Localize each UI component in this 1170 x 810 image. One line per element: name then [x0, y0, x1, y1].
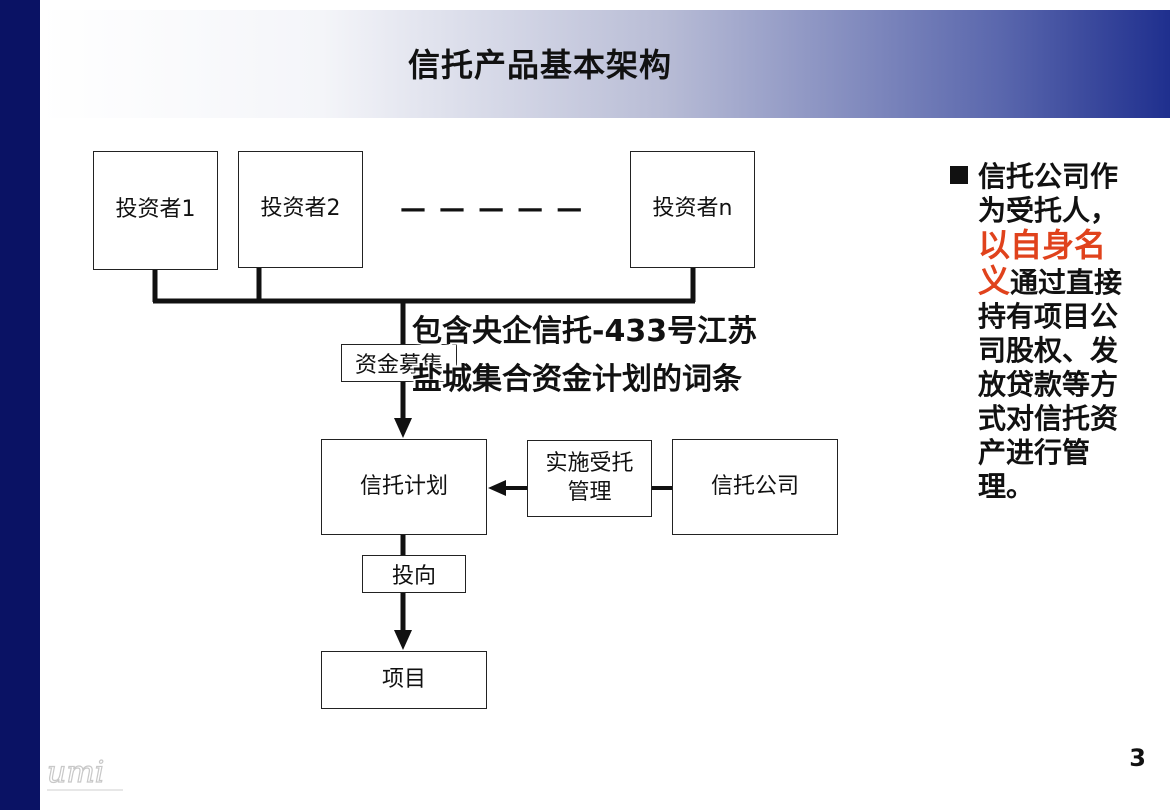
side-note-highlight: 以自身名义 [978, 226, 1107, 300]
investor-1-label: 投资者1 [115, 197, 196, 223]
invest-to-label-box: 投向 [362, 555, 466, 593]
investor-2-box: 投资者2 [238, 151, 363, 268]
trust-company-label: 信托公司 [710, 473, 799, 499]
trust-management-label: 实施受托管理 [545, 450, 634, 505]
trust-plan-box: 信托计划 [321, 439, 487, 535]
trust-management-box: 实施受托管理 [527, 440, 652, 517]
page-number: 3 [1129, 744, 1146, 772]
investor-2-label: 投资者2 [260, 196, 341, 222]
fund-raising-label: 资金募集 [354, 353, 443, 378]
side-note-part1: 信托公司作为受托人， [978, 160, 1119, 227]
watermark-text: 包含央企信托-433号江苏盐城集合资金计划的词条 [412, 314, 758, 397]
svg-text:umi: umi [47, 755, 104, 790]
trust-company-box: 信托公司 [672, 439, 838, 535]
fund-raising-label-box: 资金募集 [341, 344, 457, 382]
slide-title: 信托产品基本架构 [408, 46, 673, 84]
investor-1-box: 投资者1 [93, 151, 218, 270]
square-bullet-icon [950, 166, 968, 184]
left-accent-bar [0, 0, 40, 810]
investor-n-box: 投资者n [630, 151, 755, 268]
trust-plan-label: 信托计划 [359, 473, 448, 499]
side-note: 信托公司作为受托人，以自身名义通过直接持有项目公司股权、发放贷款等方式对信托资产… [950, 160, 1125, 504]
investor-n-label: 投资者n [652, 196, 733, 222]
project-label: 项目 [381, 666, 426, 692]
slide-header: 信托产品基本架构 [40, 10, 1170, 118]
investor-ellipsis: — — — — — [400, 194, 585, 224]
side-note-part2: 通过直接持有项目公司股权、发放贷款等方式对信托资产进行管理。 [978, 266, 1123, 503]
invest-to-label: 投向 [391, 564, 436, 589]
umi-logo-icon: umi [46, 754, 123, 791]
project-box: 项目 [321, 651, 487, 709]
